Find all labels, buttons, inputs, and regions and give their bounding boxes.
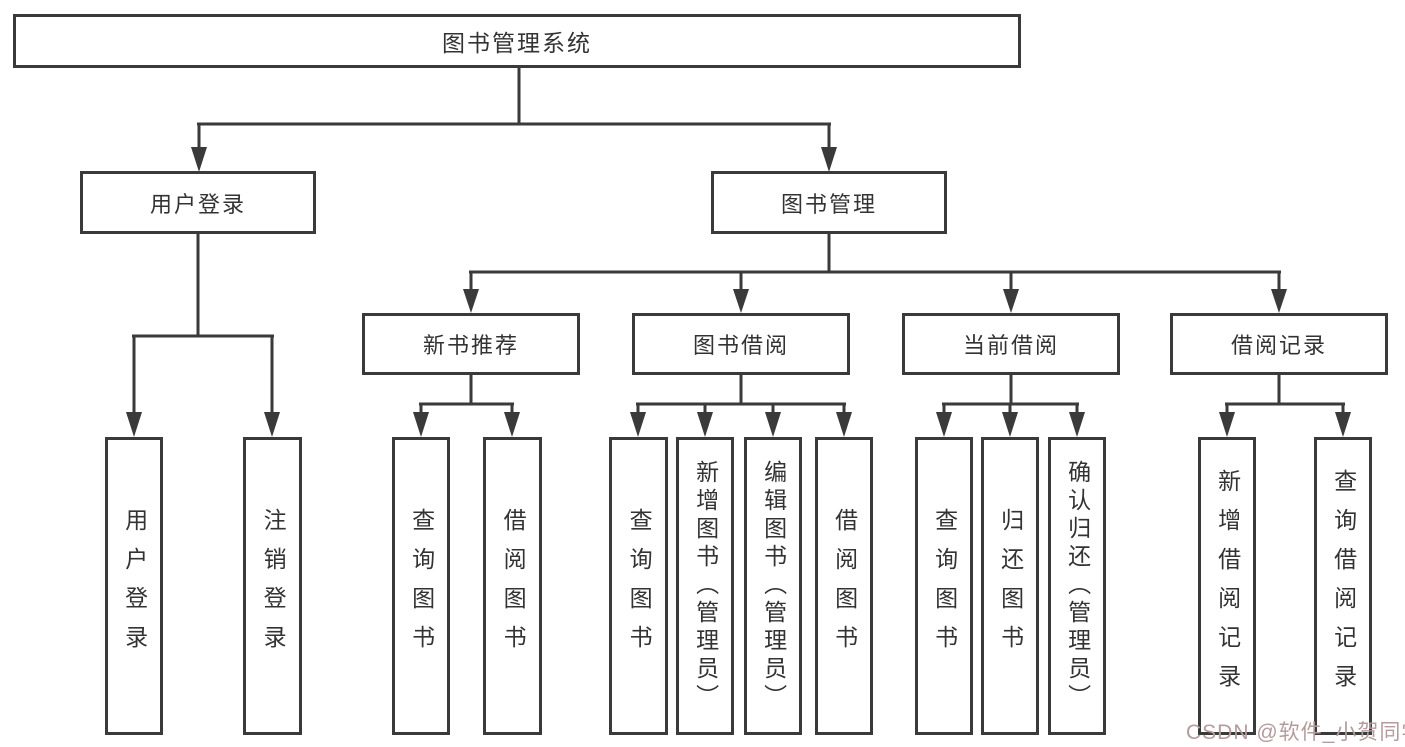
leaf-query-borrow-record: 查询借阅记录	[1314, 437, 1372, 735]
leaf-label: 查询借阅记录	[1330, 469, 1357, 703]
leaf-label: 新增图书（管理员）	[692, 460, 719, 712]
leaf-borrow-books-recommend: 借阅图书	[483, 437, 542, 735]
leaf-label: 查询图书	[931, 508, 958, 664]
node-book-borrowing: 图书借阅	[632, 313, 850, 375]
leaf-label: 归还图书	[997, 508, 1024, 664]
leaf-label: 用户登录	[121, 508, 148, 664]
leaf-label: 确认归还（管理员）	[1064, 460, 1091, 712]
node-current-borrowing: 当前借阅	[902, 313, 1120, 375]
node-label: 当前借阅	[962, 333, 1059, 358]
leaf-label: 查询图书	[626, 508, 653, 664]
node-label: 图书借阅	[692, 333, 789, 358]
node-borrowing-records: 借阅记录	[1170, 313, 1388, 375]
node-new-book-recommend: 新书推荐	[362, 313, 580, 375]
leaf-add-books-admin: 新增图书（管理员）	[676, 437, 734, 735]
leaf-label: 新增借阅记录	[1214, 469, 1241, 703]
node-label: 图书管理系统	[442, 30, 592, 56]
node-label: 借阅记录	[1230, 333, 1327, 358]
leaf-label: 查询图书	[408, 508, 435, 664]
node-library-system: 图书管理系统	[13, 14, 1021, 68]
leaf-add-borrow-record: 新增借阅记录	[1198, 437, 1256, 735]
leaf-user-login: 用户登录	[105, 437, 163, 735]
node-label: 图书管理	[780, 191, 877, 217]
leaf-query-books-borrow: 查询图书	[609, 437, 668, 735]
leaf-query-books-recommend: 查询图书	[392, 437, 450, 735]
leaf-confirm-return-admin: 确认归还（管理员）	[1048, 437, 1106, 735]
leaf-label: 借阅图书	[831, 508, 858, 664]
leaf-label: 编辑图书（管理员）	[760, 460, 787, 712]
leaf-label: 注销登录	[260, 508, 287, 664]
leaf-query-books-current: 查询图书	[915, 437, 973, 735]
leaf-return-books: 归还图书	[981, 437, 1039, 735]
leaf-logout: 注销登录	[243, 437, 302, 735]
leaf-borrow-books-borrow: 借阅图书	[815, 437, 873, 735]
node-label: 用户登录	[149, 191, 246, 217]
leaf-edit-books-admin: 编辑图书（管理员）	[744, 437, 802, 735]
watermark-text: CSDN @软件_小贺同学	[1186, 721, 1405, 744]
node-label: 新书推荐	[422, 333, 519, 358]
node-book-management: 图书管理	[711, 171, 947, 234]
leaf-label: 借阅图书	[500, 508, 527, 664]
node-user-login: 用户登录	[80, 171, 316, 234]
